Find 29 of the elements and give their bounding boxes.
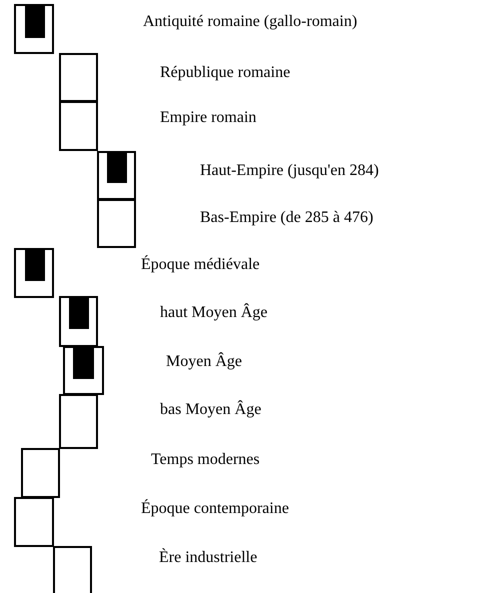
outline-box (21, 448, 60, 498)
period-label: Empire romain (160, 108, 256, 128)
period-label: Bas-Empire (de 285 à 476) (200, 208, 374, 228)
period-label: Ère industrielle (159, 548, 258, 568)
filled-marker (73, 348, 94, 379)
outline-box (97, 151, 136, 200)
outline-box (97, 199, 136, 248)
outline-box (53, 546, 92, 593)
period-label: République romaine (160, 63, 290, 83)
period-label: Temps modernes (151, 450, 260, 470)
period-label: Moyen Âge (166, 352, 242, 372)
filled-marker (25, 6, 45, 38)
period-label: Époque médiévale (141, 255, 260, 275)
outline-box (59, 53, 98, 102)
period-label: Époque contemporaine (141, 499, 289, 519)
period-label: bas Moyen Âge (160, 400, 262, 420)
period-label: Haut-Empire (jusqu'en 284) (200, 161, 379, 181)
filled-marker (69, 298, 89, 329)
outline-box (14, 497, 54, 547)
period-label: Antiquité romaine (gallo-romain) (143, 12, 358, 32)
outline-box (63, 346, 104, 395)
outline-box (14, 248, 54, 298)
outline-box (59, 101, 98, 151)
outline-box (59, 394, 98, 449)
filled-marker (25, 250, 45, 281)
outline-box (14, 4, 54, 54)
filled-marker (107, 153, 127, 183)
outline-box (59, 296, 98, 347)
period-label: haut Moyen Âge (160, 303, 268, 323)
